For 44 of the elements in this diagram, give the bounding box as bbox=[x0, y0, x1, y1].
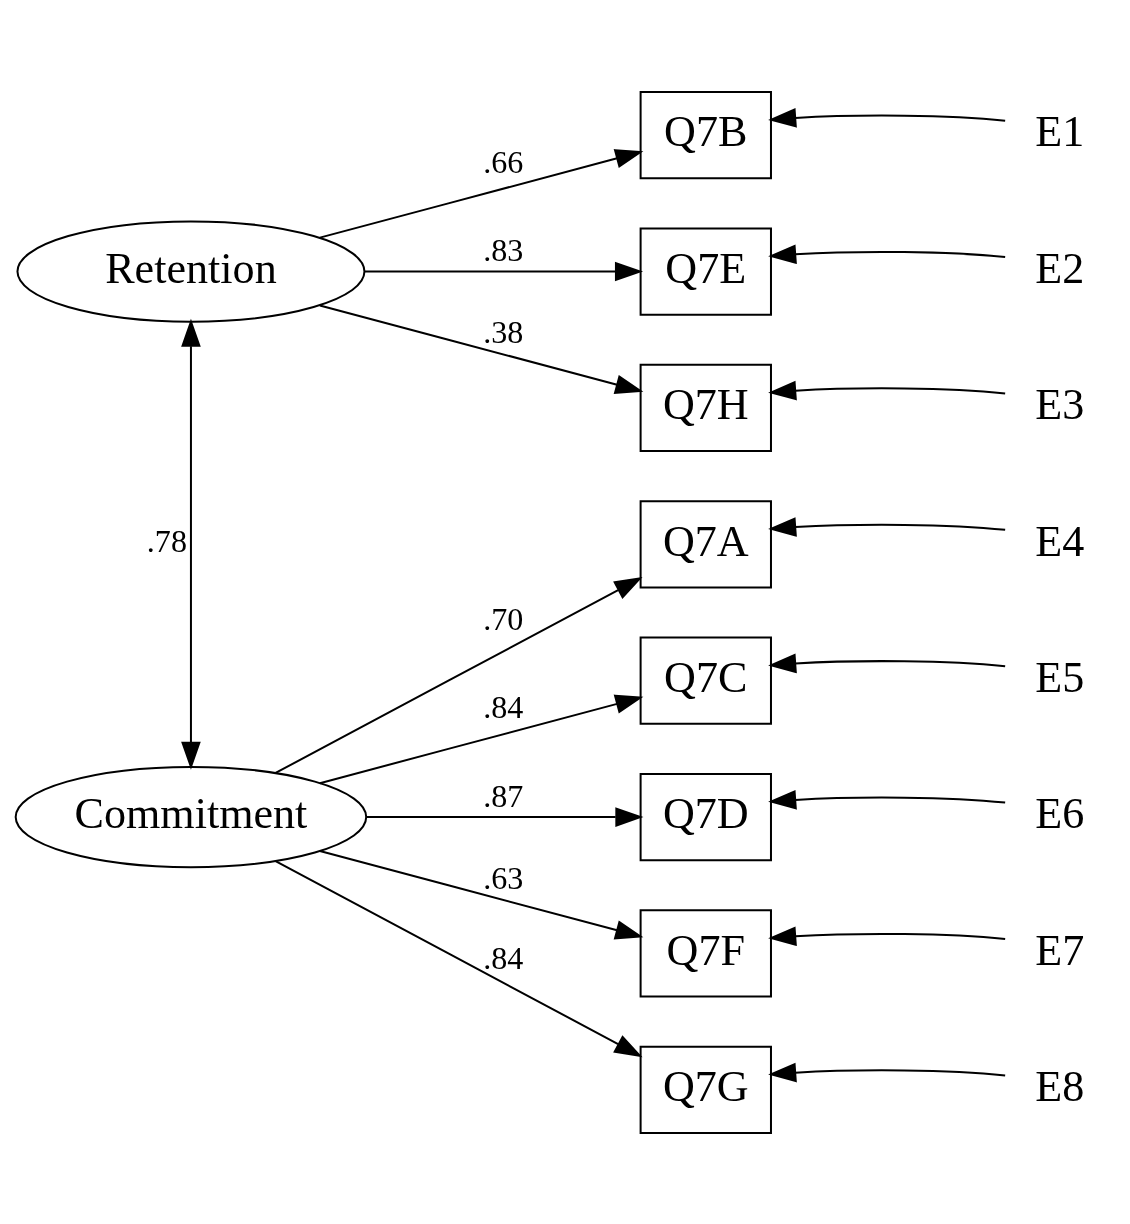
arrow bbox=[768, 1062, 1006, 1082]
node-box: Q7H bbox=[639, 363, 772, 452]
node-text: E6 bbox=[1035, 788, 1085, 838]
edge-label: .87 bbox=[483, 777, 524, 814]
arrow bbox=[768, 789, 1006, 810]
arrow bbox=[768, 653, 1006, 673]
arrow bbox=[319, 148, 644, 239]
node-text: E4 bbox=[1035, 516, 1085, 566]
edge-label: .38 bbox=[483, 313, 524, 350]
node-text: E7 bbox=[1035, 925, 1085, 975]
arrow bbox=[181, 318, 201, 770]
arrow bbox=[319, 694, 644, 784]
node-text: E3 bbox=[1035, 379, 1085, 429]
arrow bbox=[768, 925, 1006, 946]
arrow bbox=[365, 806, 644, 827]
edge-label: .83 bbox=[483, 231, 524, 268]
edge-label: .78 bbox=[146, 522, 187, 559]
node-box: Q7A bbox=[639, 499, 772, 588]
node-text: E5 bbox=[1035, 652, 1085, 702]
arrow bbox=[768, 516, 1006, 537]
arrow bbox=[275, 576, 643, 774]
edge-label: .66 bbox=[483, 143, 524, 180]
arrow bbox=[319, 303, 644, 394]
node-box: Q7G bbox=[639, 1045, 772, 1134]
edge-label: .63 bbox=[483, 859, 524, 896]
node-box: Q7D bbox=[639, 772, 772, 861]
arrow bbox=[768, 380, 1006, 400]
arrow bbox=[768, 243, 1006, 264]
arrow bbox=[275, 859, 643, 1057]
node-ellipse: Commitment bbox=[14, 765, 368, 868]
edge-label: .84 bbox=[483, 939, 524, 976]
node-box: Q7B bbox=[639, 90, 772, 179]
node-text: E2 bbox=[1035, 243, 1085, 293]
node-box: Q7C bbox=[639, 636, 772, 725]
edge-label: .70 bbox=[483, 600, 524, 637]
node-text: E8 bbox=[1035, 1061, 1085, 1111]
arrow bbox=[364, 261, 644, 281]
node-ellipse: Retention bbox=[16, 219, 366, 323]
node-box: Q7F bbox=[639, 908, 772, 998]
node-box: Q7E bbox=[639, 226, 772, 316]
arrow bbox=[768, 107, 1006, 128]
arrow bbox=[319, 849, 644, 940]
node-text: E1 bbox=[1035, 106, 1085, 156]
edge-label: .84 bbox=[483, 688, 524, 725]
